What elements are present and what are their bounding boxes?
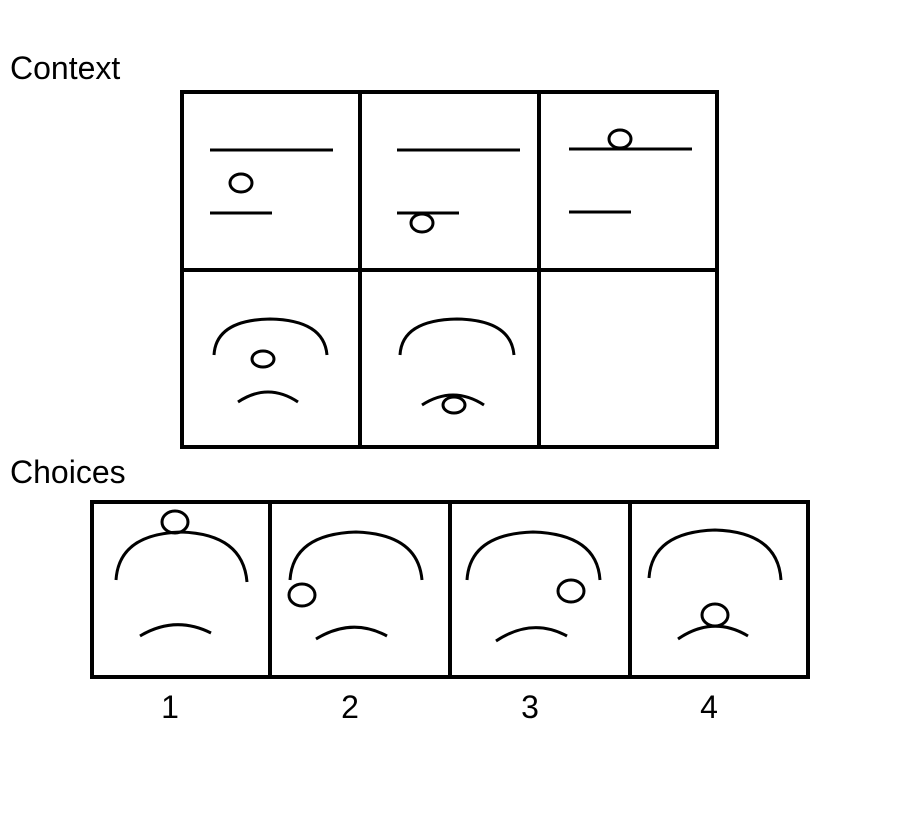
- ring-shape: [700, 602, 730, 628]
- upper-arc: [398, 317, 516, 356]
- lower-arc: [495, 626, 568, 643]
- ring-shape: [160, 509, 190, 535]
- lower-arc: [421, 393, 485, 407]
- choices-label: Choices: [10, 454, 126, 490]
- upper-arc: [465, 530, 602, 581]
- choice-number-1: 1: [161, 689, 179, 725]
- ring-shape: [607, 128, 633, 150]
- context-cell-5: [398, 317, 516, 415]
- upper-arc: [114, 530, 249, 583]
- upper-arc: [288, 530, 424, 581]
- ring-shape: [250, 349, 276, 369]
- ring-shape: [556, 578, 586, 604]
- choice-option-3[interactable]: [465, 530, 602, 643]
- choice-option-1[interactable]: [114, 509, 249, 638]
- ring-shape: [441, 395, 467, 415]
- context-label: Context: [10, 50, 121, 86]
- choice-option-2[interactable]: [287, 530, 424, 641]
- context-cell-1: [210, 148, 333, 215]
- context-cell-4: [212, 317, 329, 404]
- lower-arc: [139, 623, 212, 638]
- choice-number-3: 3: [521, 689, 539, 725]
- choice-number-4: 4: [700, 689, 718, 725]
- ring-shape: [287, 582, 317, 608]
- choice-number-2: 2: [341, 689, 359, 725]
- ring-shape: [228, 172, 254, 194]
- context-cell-3: [569, 128, 692, 214]
- upper-arc: [212, 317, 329, 356]
- upper-arc: [647, 528, 783, 581]
- ring-shape: [409, 212, 435, 234]
- choice-option-4[interactable]: [647, 528, 783, 641]
- lower-arc: [677, 624, 749, 641]
- lower-arc: [237, 390, 299, 404]
- lower-arc: [315, 625, 388, 641]
- context-cell-2: [397, 148, 520, 234]
